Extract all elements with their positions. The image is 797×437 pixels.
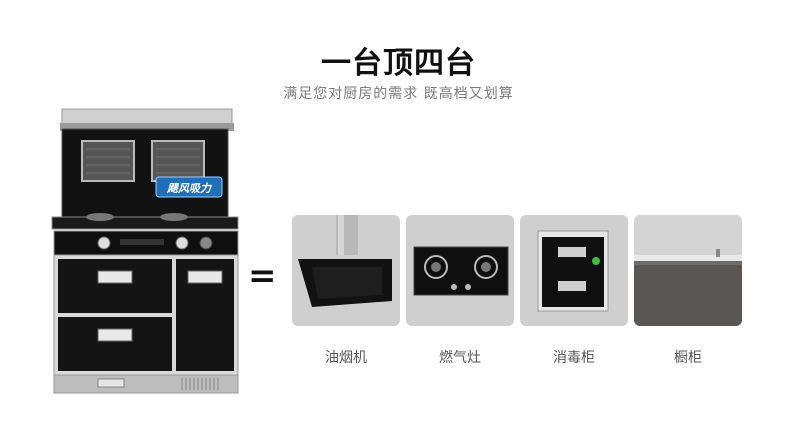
integrated-stove-image: 飓风吸力 (50, 105, 242, 397)
gas-stove-icon (413, 246, 509, 296)
label-disinfection-cabinet: 消毒柜 (553, 350, 595, 366)
gas-stove-card (406, 215, 514, 326)
disinfection-cabinet-card (520, 215, 628, 326)
label-kitchen-cabinet: 橱柜 (674, 350, 702, 366)
suction-badge: 飓风吸力 (167, 182, 211, 195)
label-range-hood: 油烟机 (325, 350, 367, 366)
range-hood-card (292, 215, 400, 326)
disinfection-cabinet-icon (537, 230, 609, 312)
kitchen-cabinet-card (634, 215, 742, 326)
kitchen-cabinet-icon (634, 215, 742, 326)
equals-sign: = (248, 256, 277, 296)
page-subtitle: 满足您对厨房的需求 既高档又划算 (283, 86, 514, 102)
page-title: 一台顶四台 (321, 46, 476, 81)
range-hood-icon (298, 215, 392, 307)
label-gas-stove: 燃气灶 (439, 350, 481, 366)
